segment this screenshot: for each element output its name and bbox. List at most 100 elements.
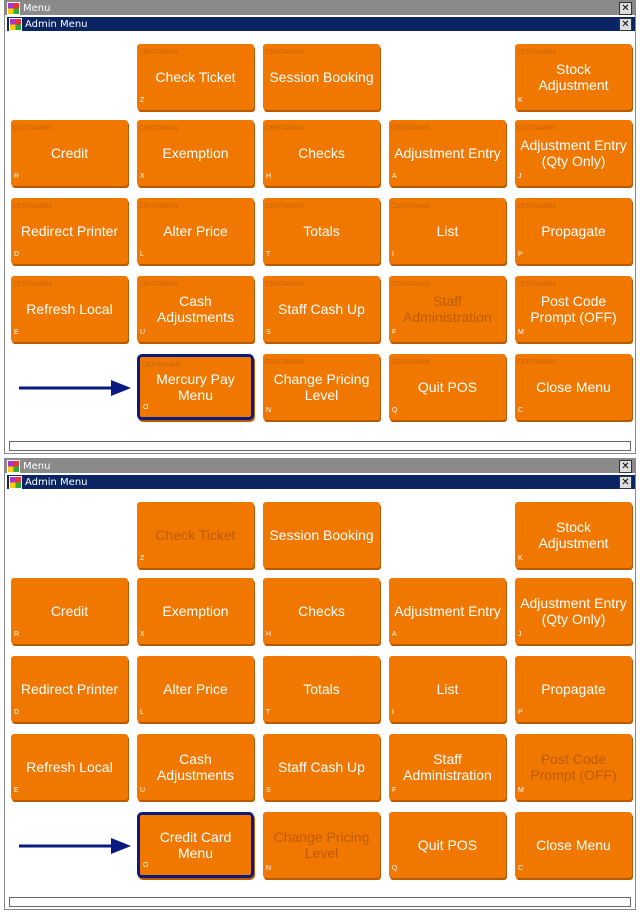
app-icon xyxy=(9,475,22,489)
button-label: Alter Price xyxy=(163,223,228,239)
close-icon[interactable]: ✕ xyxy=(619,460,632,473)
brand-label: CENTAMAN xyxy=(13,125,52,132)
shortcut-key: F xyxy=(392,329,397,336)
shortcut-key: O xyxy=(143,862,149,869)
shortcut-key: Q xyxy=(392,865,398,872)
button-label: Close Menu xyxy=(536,837,611,853)
button-label: Cash Adjustments xyxy=(156,751,235,783)
button-label: Exemption xyxy=(162,145,229,161)
button-label: Quit POS xyxy=(417,837,478,853)
shortcut-key: P xyxy=(518,709,523,716)
shortcut-key: I xyxy=(392,251,394,258)
shortcut-key: J xyxy=(518,631,522,638)
button-label: Totals xyxy=(303,681,340,697)
brand-label: CENTAMAN xyxy=(265,359,304,366)
button-label: Exemption xyxy=(162,603,229,619)
button-label: Refresh Local xyxy=(26,759,113,775)
button-label: Cash Adjustments xyxy=(156,293,235,325)
shortcut-key: N xyxy=(266,407,272,414)
button-label: Checks xyxy=(298,145,345,161)
arrow-pointer-icon xyxy=(19,838,131,854)
shortcut-key: L xyxy=(140,251,144,258)
menu-button-session-booking[interactable]: Session Booking xyxy=(263,502,380,568)
button-label: Staff Cash Up xyxy=(278,759,365,775)
window-title: Menu xyxy=(23,2,51,14)
close-icon[interactable]: ✕ xyxy=(619,18,632,31)
brand-label: CENTAMAN xyxy=(142,362,181,369)
brand-label: CENTAMAN xyxy=(139,125,178,132)
button-label: Quit POS xyxy=(417,379,478,395)
close-icon[interactable]: ✕ xyxy=(619,2,632,15)
brand-label: CENTAMAN xyxy=(517,359,556,366)
arrow-pointer-icon xyxy=(19,380,131,396)
shortcut-key: D xyxy=(14,709,20,716)
shortcut-key: P xyxy=(518,251,523,258)
button-label: Adjustment Entry (Qty Only) xyxy=(520,137,627,169)
shortcut-key: H xyxy=(266,173,272,180)
shortcut-key: E xyxy=(14,329,19,336)
close-icon[interactable]: ✕ xyxy=(619,476,632,489)
shortcut-key: U xyxy=(140,787,146,794)
shortcut-key: M xyxy=(518,329,524,336)
status-bar xyxy=(9,897,631,907)
menu-titlebar: Menu✕ xyxy=(5,459,635,473)
button-label: Check Ticket xyxy=(155,527,236,543)
menu-button-post-code-prompt-off[interactable]: Post Code Prompt (OFF)M xyxy=(515,734,632,800)
status-bar xyxy=(9,441,631,451)
button-label: Stock Adjustment xyxy=(538,519,609,551)
shortcut-key: I xyxy=(392,709,394,716)
menu-button-quit-pos[interactable]: Quit POS Q xyxy=(389,812,506,878)
brand-label: CENTAMAN xyxy=(517,203,556,210)
brand-label: CENTAMAN xyxy=(391,203,430,210)
shortcut-key: F xyxy=(392,787,397,794)
button-label: Propagate xyxy=(541,223,606,239)
menu-button-adjustment-entry-qty-only[interactable]: Adjustment Entry (Qty Only) J xyxy=(515,578,632,644)
shortcut-key: J xyxy=(518,173,522,180)
button-label: Credit xyxy=(50,145,89,161)
brand-label: CENTAMAN xyxy=(265,203,304,210)
button-label: Adjustment Entry xyxy=(394,603,501,619)
shortcut-key: X xyxy=(140,173,145,180)
button-label: Adjustment Entry (Qty Only) xyxy=(520,595,627,627)
